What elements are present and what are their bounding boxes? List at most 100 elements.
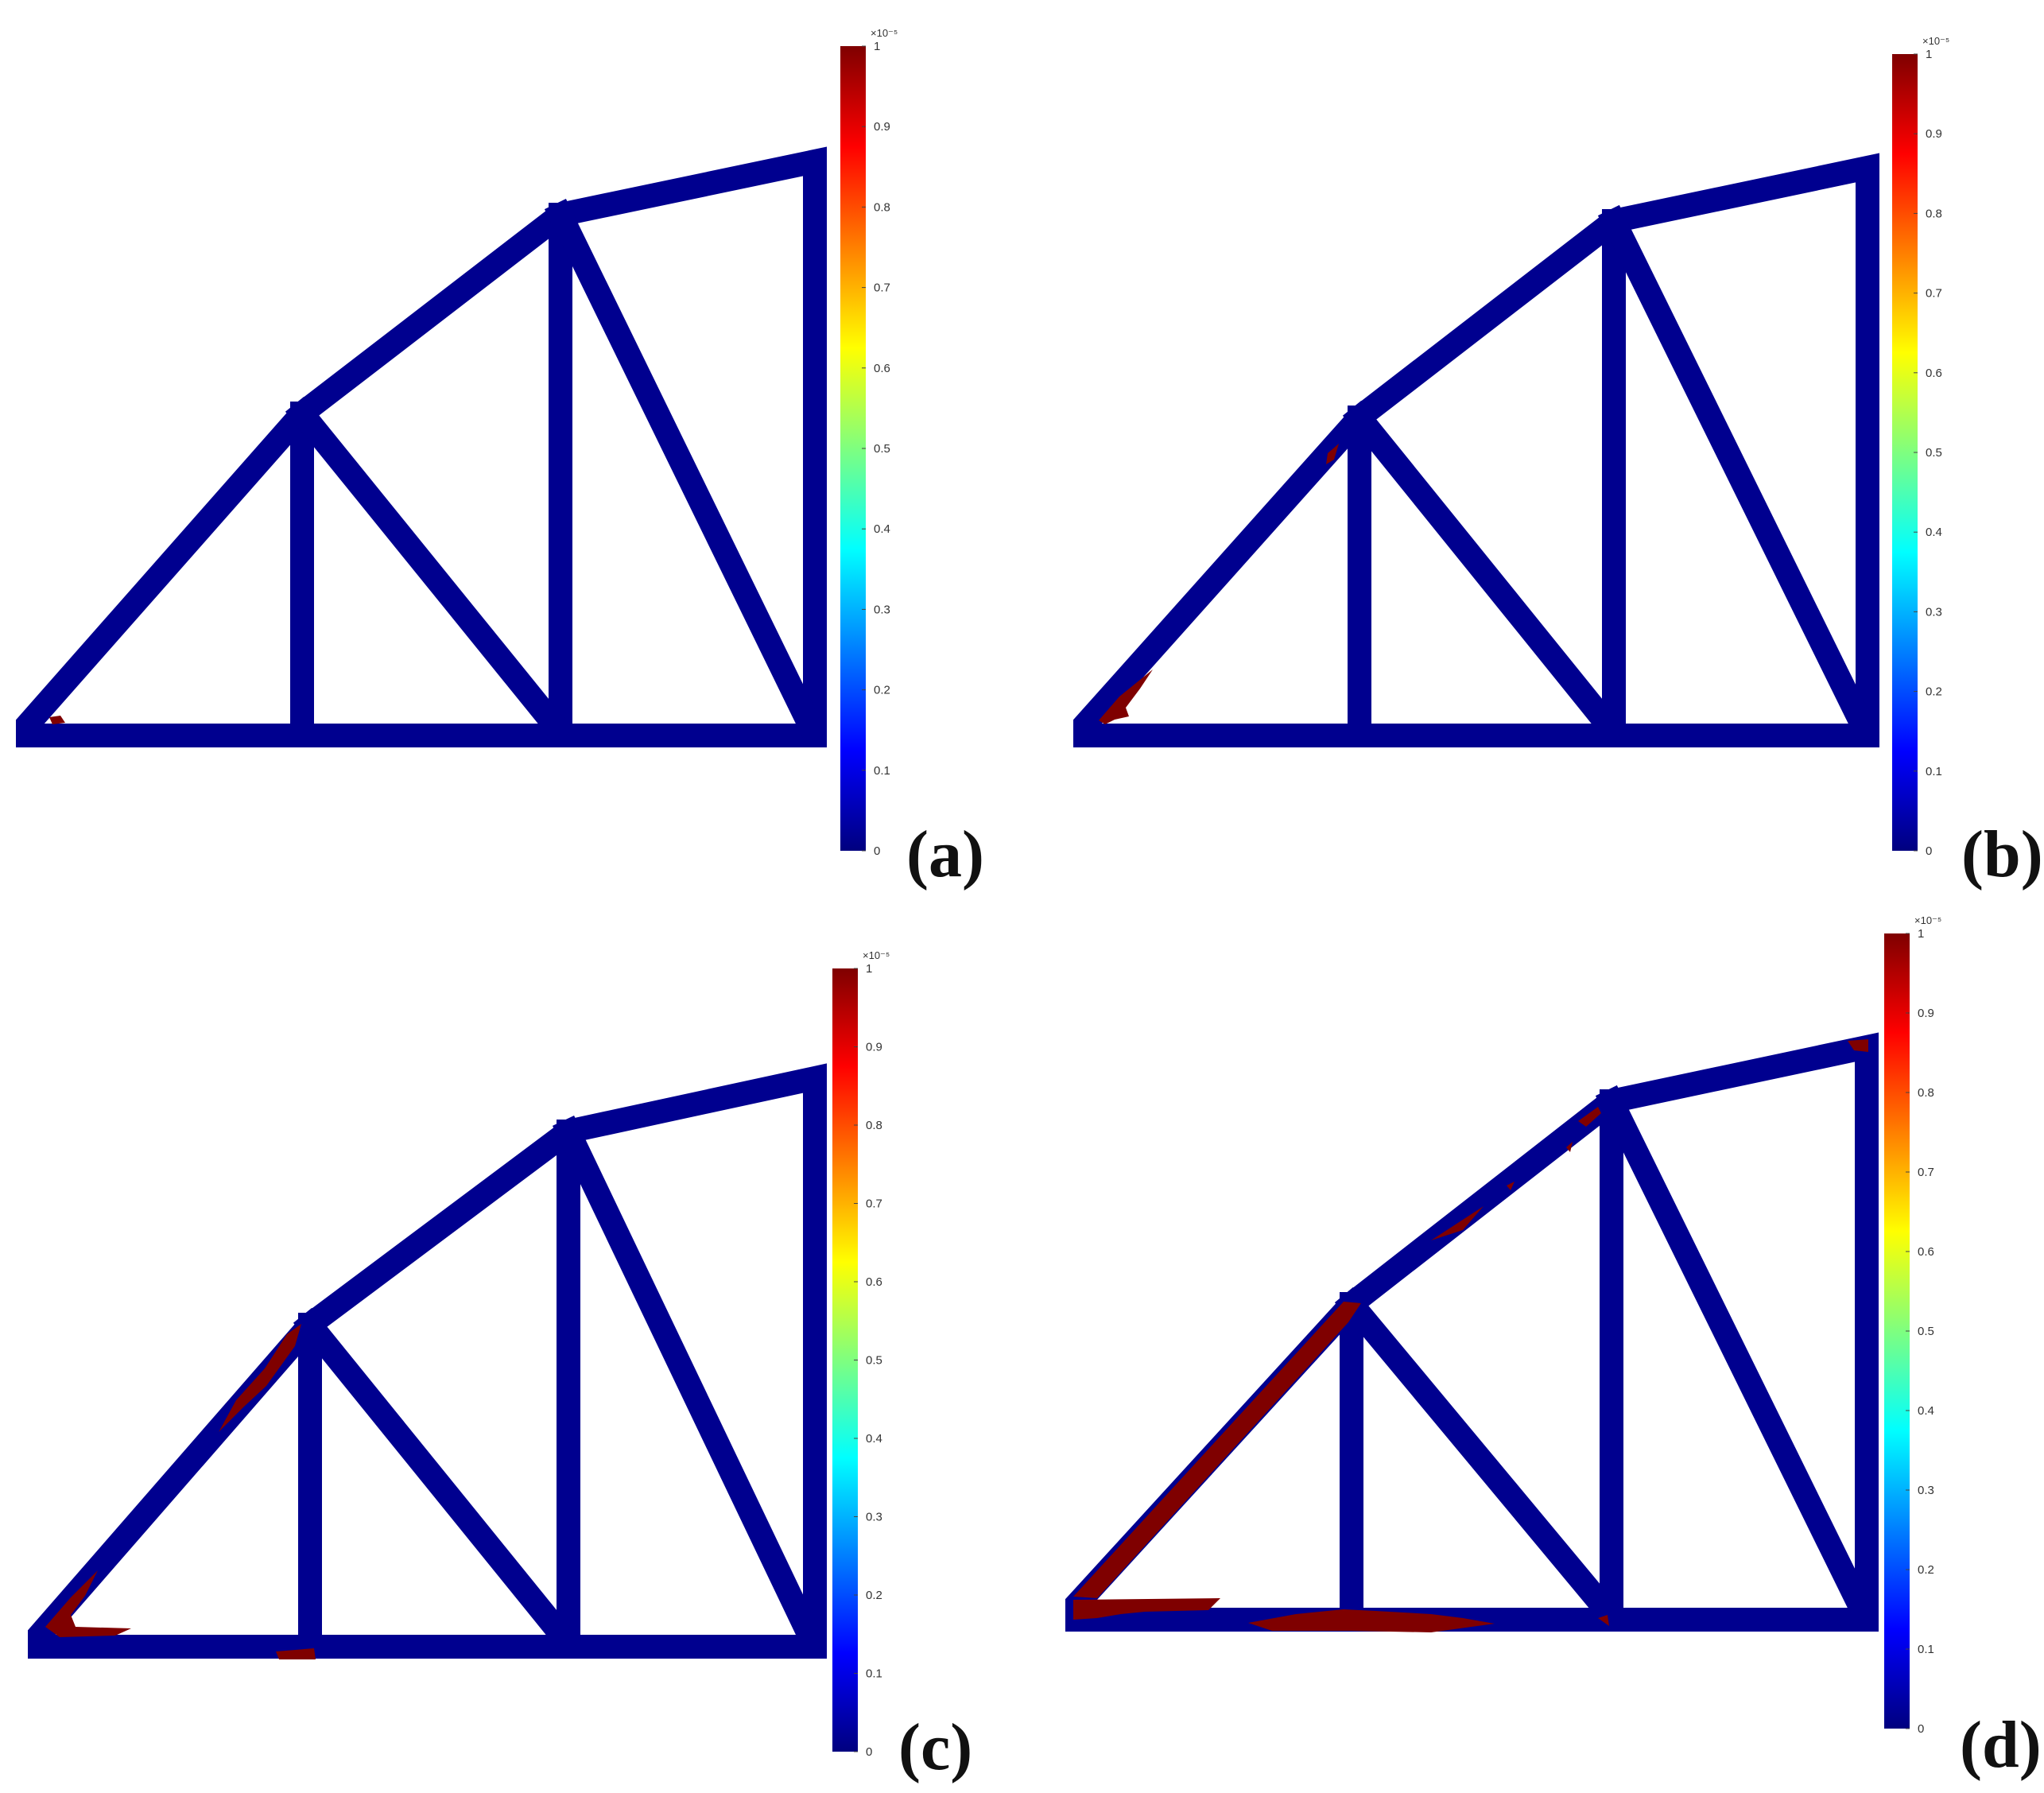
colorbar-tick-label: 0.2 (866, 1589, 882, 1602)
colorbar-tick-label: 0.9 (874, 120, 890, 134)
colorbar-tick-label: 0.9 (1926, 127, 1942, 141)
colorbar-tick-label: 0.1 (1918, 1643, 1934, 1656)
truss-diagonal-member (544, 198, 828, 744)
colorbar-tick-label: 0.7 (874, 281, 890, 295)
panel-label: (d) (1960, 1708, 2042, 1782)
colorbar-ticks: 0 0.1 0.2 0.3 0.4 0.5 0.6 0.7 0.8 0.9 1 (854, 962, 882, 1759)
panel-label: (a) (906, 817, 984, 891)
panel-c: ×10⁻⁵ 00.10.20.30.40.50.60.70.80.91 (c) (28, 949, 972, 1784)
colorbar-tick-label: 0.8 (1926, 207, 1942, 220)
colorbar-tick-label: 0.3 (874, 603, 890, 616)
truss-outline (1065, 1032, 1879, 1632)
colorbar-tick-label: 0.3 (1926, 605, 1942, 619)
damage-patch (219, 1324, 301, 1432)
colorbar-tick-label: 1 (1926, 48, 1932, 61)
colorbar-tick-label: 0 (874, 844, 880, 858)
colorbar-b: ×10⁻⁵ 00.10.20.30.40.50.60.70.80.91 (1892, 35, 1949, 858)
colorbar-tick-label: 0.4 (866, 1432, 882, 1446)
colorbar-tick-label: 0.2 (874, 684, 890, 697)
colorbar-tick-label: 0.5 (1926, 446, 1942, 460)
damage-patch (1431, 1206, 1484, 1240)
panel-d: ×10⁻⁵ 0 0.1 0.2 0.3 0.4 0.5 0.6 0.7 0.8 0.9 1 (d) (1065, 914, 2042, 1782)
colorbar-tick-label: 0.4 (1918, 1404, 1934, 1418)
damage-patch (45, 1570, 131, 1637)
panel-b: ×10⁻⁵ 00.10.20.30.40.50.60.70.80.91 (b) (1073, 35, 2043, 891)
colorbar-tick-label: 0.9 (1918, 1007, 1934, 1020)
colorbar-exponent: ×10⁻⁵ (871, 27, 898, 39)
colorbar-tick-label: 0.8 (1918, 1086, 1934, 1100)
colorbar-tick-label: 1 (866, 962, 872, 976)
damage-patch (1073, 1302, 1361, 1598)
damage-patch (1326, 444, 1339, 464)
colorbar-exponent: ×10⁻⁵ (1914, 914, 1941, 926)
colorbar-tick-label: 0.8 (874, 200, 890, 214)
damage-region (1099, 444, 1339, 724)
colorbar-gradient (1892, 54, 1918, 851)
damage-patch (276, 1648, 316, 1659)
colorbar-tick-label: 0.1 (1926, 765, 1942, 778)
colorbar-tick-label: 0.1 (866, 1667, 882, 1681)
colorbar-gradient (832, 968, 858, 1752)
colorbar-tick-label: 0.5 (866, 1354, 882, 1368)
colorbar-tick-label: 0.4 (1926, 526, 1942, 539)
colorbar-tick-label: 0.3 (866, 1511, 882, 1524)
damage-patch (1073, 1598, 1220, 1620)
truss-structure (1073, 153, 1880, 747)
damage-patch (1566, 1142, 1573, 1152)
truss-diagonal-member (1595, 1085, 1879, 1628)
damage-patch (1848, 1039, 1868, 1052)
colorbar-tick-label: 0.4 (874, 522, 890, 536)
colorbar-tick-label: 0.5 (1918, 1325, 1934, 1338)
colorbar-gradient (840, 46, 866, 851)
colorbar-tick-label: 0.2 (1926, 685, 1942, 699)
colorbar-tick-label: 0 (1926, 844, 1932, 858)
damage-patch (1578, 1107, 1601, 1127)
colorbar-ticks: 00.10.20.30.40.50.60.70.80.91 (1914, 48, 1942, 858)
colorbar-tick-label: 0.7 (1918, 1166, 1934, 1179)
colorbar-tick-label: 0 (866, 1745, 872, 1759)
colorbar-gradient (1884, 933, 1910, 1729)
colorbar-tick-label: 0.1 (874, 764, 890, 778)
truss-diagonal-member (285, 396, 574, 745)
damage-patch (1248, 1609, 1495, 1632)
truss-structure (16, 146, 828, 747)
truss-diagonal-member (1342, 400, 1627, 745)
colorbar-tick-label: 1 (1918, 927, 1924, 941)
colorbar-tick-label: 0.6 (866, 1275, 882, 1289)
truss-outline (1073, 153, 1879, 747)
colorbar-a: ×10⁻⁵ 0 0.1 0.2 0.3 0.4 0.5 0.6 0.7 0.8 0.9 1 (840, 27, 898, 858)
colorbar-tick-label: 0.6 (874, 362, 890, 375)
damage-patch (1507, 1182, 1515, 1190)
colorbar-d: ×10⁻⁵ 0 0.1 0.2 0.3 0.4 0.5 0.6 0.7 0.8 0.9 1 (1884, 914, 1941, 1736)
colorbar-ticks: 0 0.1 0.2 0.3 0.4 0.5 0.6 0.7 0.8 0.9 1 (1906, 927, 1934, 1736)
panel-a: ×10⁻⁵ 0 0.1 0.2 0.3 0.4 0.5 0.6 0.7 0.8 0.9 1 (a) (16, 27, 984, 891)
colorbar-c: ×10⁻⁵ 00.10.20.30.40.50.60.70.80.91 (832, 949, 890, 1759)
panel-label: (c) (898, 1710, 972, 1784)
colorbar-tick-label: 0.6 (1918, 1245, 1934, 1259)
colorbar-tick-label: 0.6 (1926, 367, 1942, 380)
colorbar-exponent: ×10⁻⁵ (1922, 35, 1949, 47)
damage-patch (49, 716, 65, 724)
colorbar-tick-label: 0.7 (866, 1197, 882, 1211)
truss-diagonal-member (1334, 1287, 1625, 1629)
colorbar-tick-label: 0.2 (1918, 1563, 1934, 1577)
colorbar-tick-label: 0.3 (1918, 1484, 1934, 1497)
truss-outline (16, 146, 827, 747)
colorbar-tick-label: 0.5 (874, 442, 890, 456)
damage-region (49, 716, 65, 724)
colorbar-tick-label: 0.8 (866, 1119, 882, 1132)
panel-label: (b) (1961, 817, 2043, 891)
damage-region (1073, 1039, 1868, 1632)
truss-diagonal-member (1597, 204, 1880, 744)
truss-outline (28, 1063, 827, 1659)
colorbar-tick-label: 0.9 (866, 1041, 882, 1054)
damage-region (45, 1324, 316, 1659)
truss-diagonal-member (552, 1115, 828, 1655)
colorbar-tick-label: 0 (1918, 1722, 1924, 1736)
colorbar-tick-label: 1 (874, 40, 880, 53)
damage-patch (1099, 669, 1153, 724)
damage-patch (1598, 1615, 1609, 1626)
truss-structure (1065, 1032, 1879, 1632)
truss-diagonal-member (293, 1307, 582, 1656)
